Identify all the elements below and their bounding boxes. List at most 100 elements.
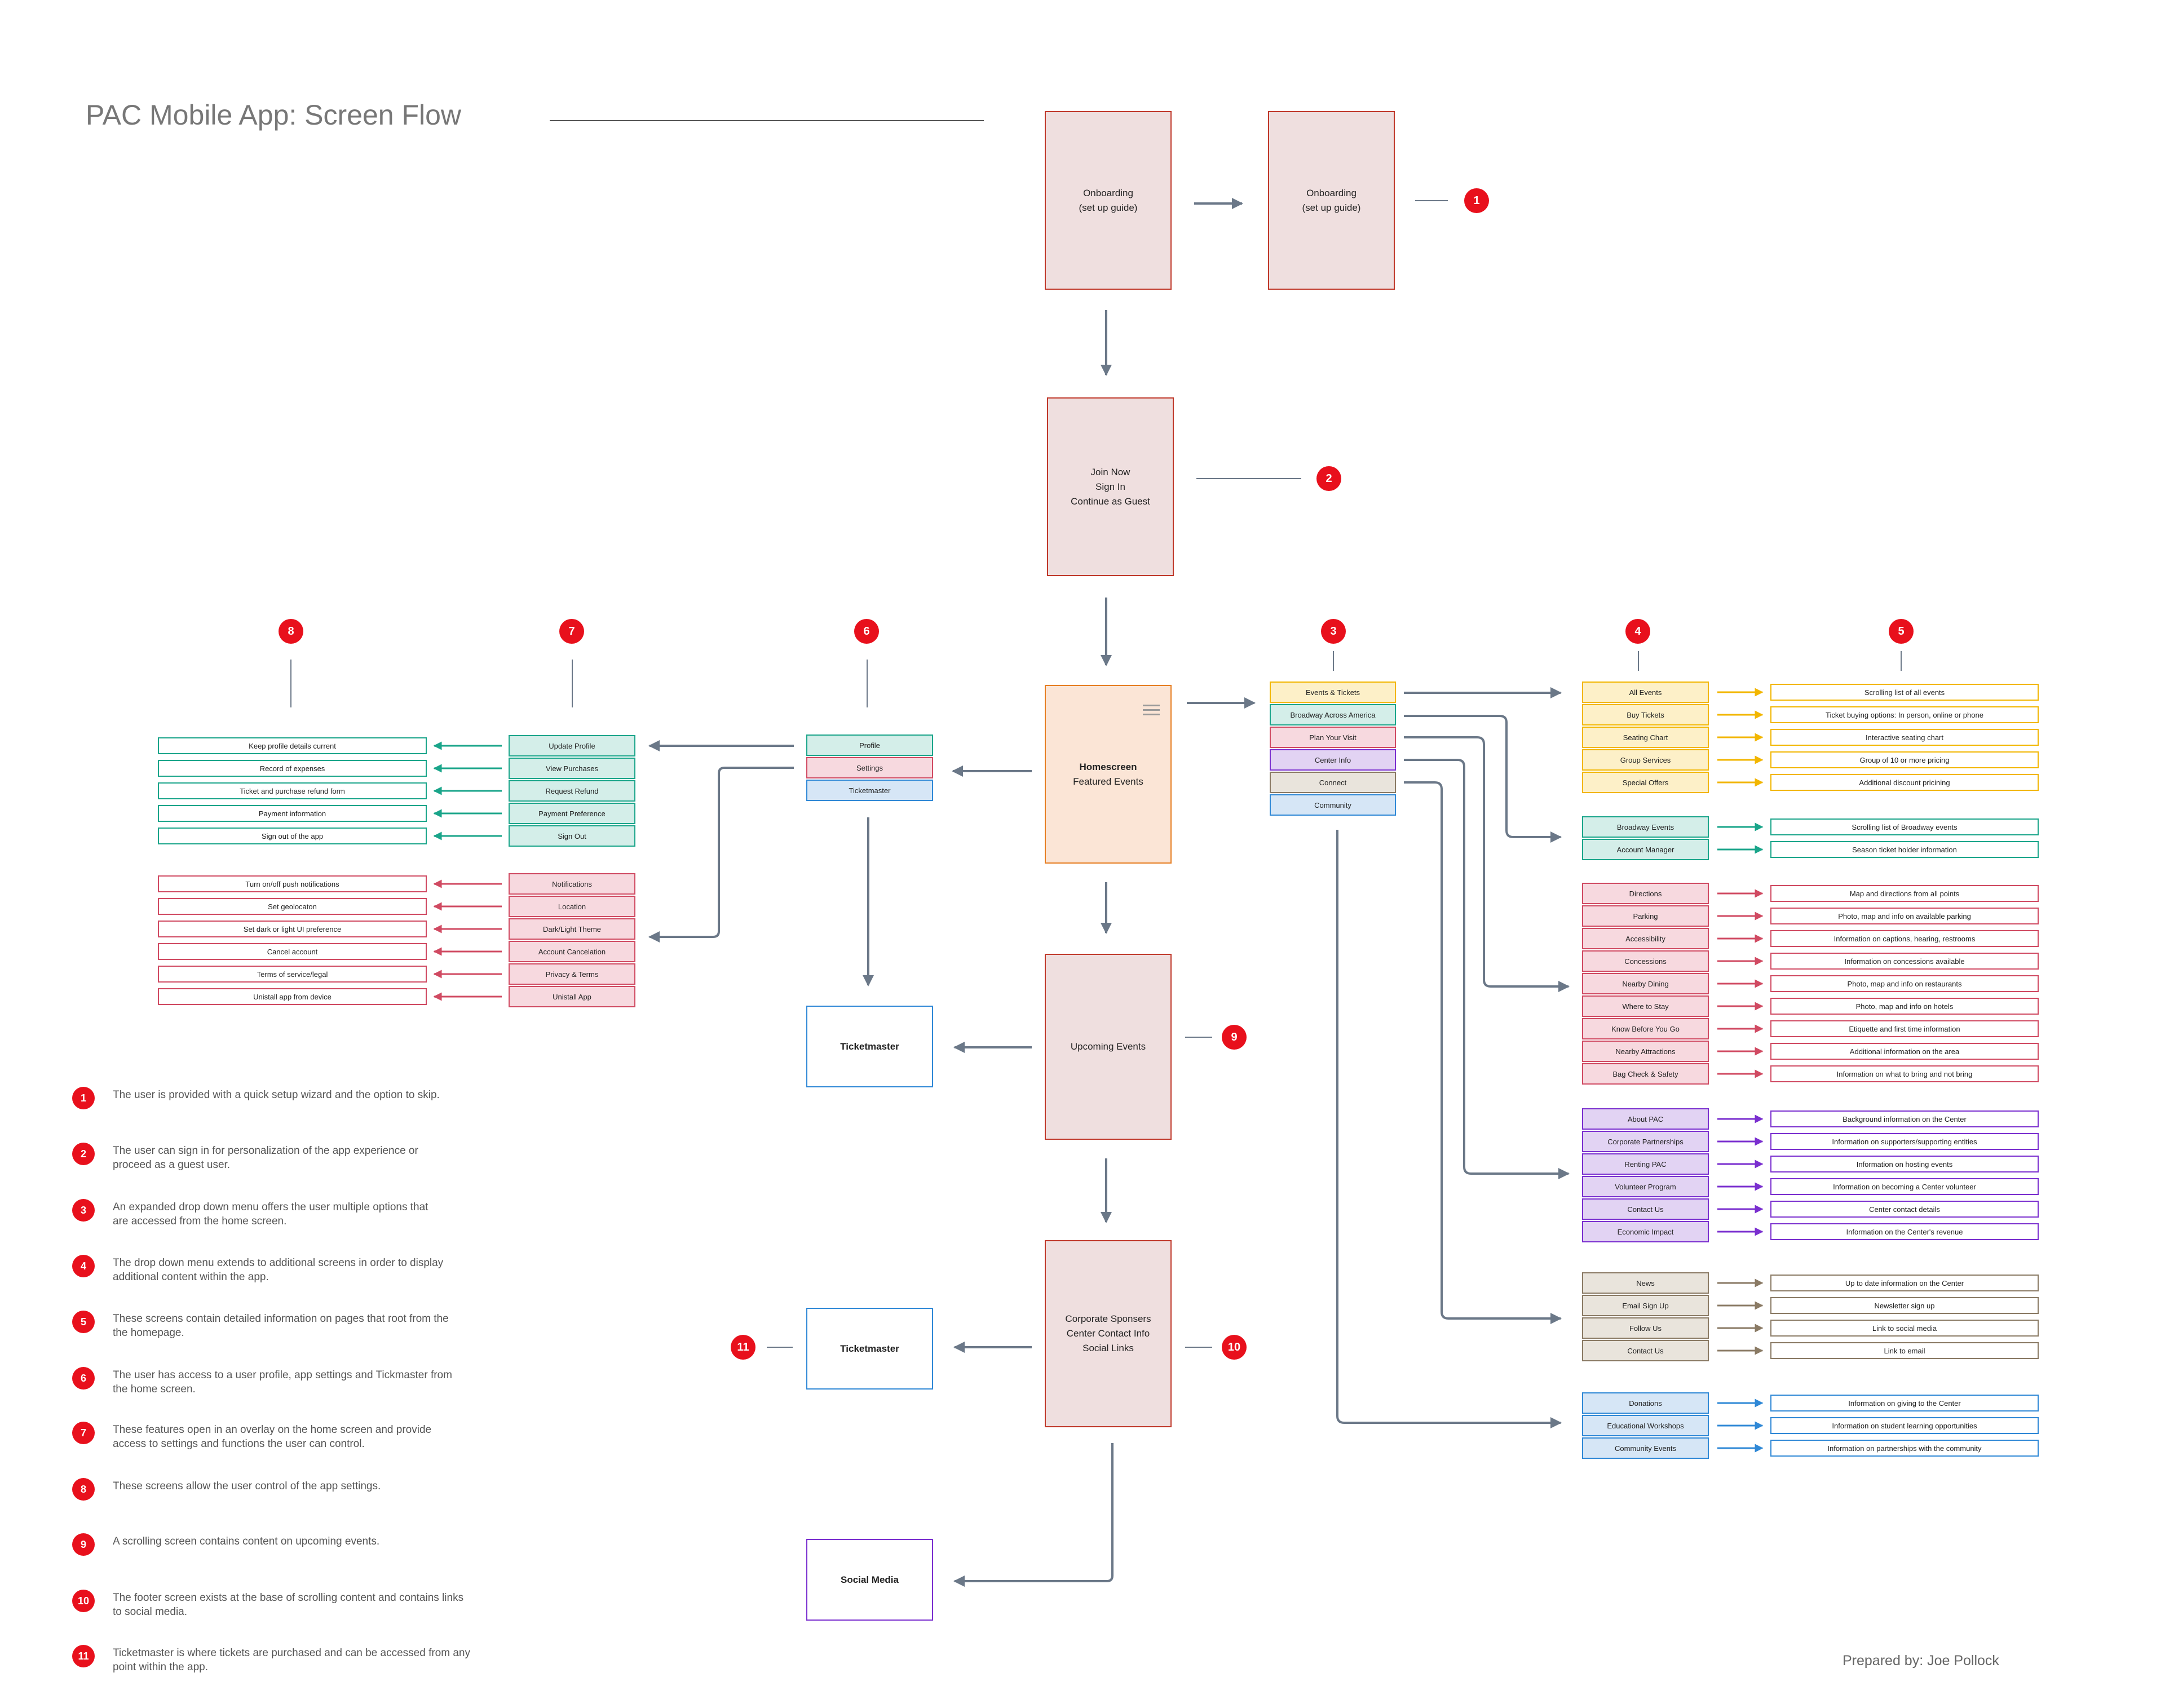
- note-text-5: These screens contain detailed informati…: [113, 1313, 449, 1339]
- events-group-item-3[interactable]: Group Services: [1582, 749, 1709, 771]
- homescreen[interactable]: Homescreen Featured Events: [1045, 685, 1172, 864]
- visit-group-item-5[interactable]: Where to Stay: [1582, 995, 1709, 1017]
- settings-detail-1: Set geolocaton: [158, 898, 427, 915]
- join-signin-screen[interactable]: Join Now Sign In Continue as Guest: [1047, 397, 1174, 576]
- settings-item-2[interactable]: Dark/Light Theme: [509, 918, 635, 940]
- note-badge-4: 4: [72, 1255, 95, 1277]
- visit-group-item-8[interactable]: Bag Check & Safety: [1582, 1063, 1709, 1085]
- events-group-detail-0: Scrolling list of all events: [1770, 684, 2039, 701]
- events-group-item-2[interactable]: Seating Chart: [1582, 727, 1709, 748]
- settings-item-5[interactable]: Unistall App: [509, 986, 635, 1007]
- note-text-4: The drop down menu extends to additional…: [113, 1257, 444, 1283]
- onboarding-screen-2[interactable]: Onboarding (set up guide): [1268, 111, 1395, 290]
- center-group-item-2[interactable]: Renting PAC: [1582, 1153, 1709, 1175]
- note-text-2: The user can sign in for personalization…: [113, 1145, 418, 1171]
- visit-group-item-6[interactable]: Know Before You Go: [1582, 1018, 1709, 1039]
- events-group-detail-4: Additional discount pricining: [1770, 774, 2039, 791]
- note-badge-11: 11: [72, 1645, 95, 1667]
- events-group-detail-2: Interactive seating chart: [1770, 729, 2039, 746]
- settings-detail-3: Cancel account: [158, 943, 427, 960]
- visit-group-item-3[interactable]: Concessions: [1582, 950, 1709, 972]
- center-group-item-1[interactable]: Corporate Partnerships: [1582, 1131, 1709, 1152]
- community-group-item-1[interactable]: Educational Workshops: [1582, 1415, 1709, 1436]
- arrow-mm-connect: [1404, 781, 1562, 1324]
- events-group-detail-1: Ticket buying options: In person, online…: [1770, 706, 2039, 723]
- footer-screen[interactable]: Corporate Sponsers Center Contact Info S…: [1045, 1240, 1172, 1427]
- visit-group-detail-3: Information on concessions available: [1770, 953, 2039, 970]
- connect-group-detail-2: Link to social media: [1770, 1320, 2039, 1337]
- badge-8: 8: [279, 619, 303, 644]
- note-badge-8: 8: [72, 1478, 95, 1501]
- main-menu-item-0[interactable]: Events & Tickets: [1270, 682, 1396, 703]
- badge-4: 4: [1625, 619, 1650, 644]
- settings-item-4[interactable]: Privacy & Terms: [509, 963, 635, 985]
- connect-group-item-1[interactable]: Email Sign Up: [1582, 1295, 1709, 1316]
- badge-2: 2: [1316, 466, 1341, 491]
- note-badge-7: 7: [72, 1422, 95, 1444]
- main-menu-item-1[interactable]: Broadway Across America: [1270, 704, 1396, 725]
- center-group-item-0[interactable]: About PAC: [1582, 1108, 1709, 1130]
- menu-icon[interactable]: [1143, 705, 1160, 706]
- settings-item-3[interactable]: Account Cancelation: [509, 941, 635, 962]
- ticketmaster-screen-upcoming[interactable]: Ticketmaster: [806, 1006, 933, 1087]
- settings-detail-5: Unistall app from device: [158, 988, 427, 1005]
- community-group-item-0[interactable]: Donations: [1582, 1392, 1709, 1414]
- main-menu-item-4[interactable]: Connect: [1270, 772, 1396, 793]
- profile-item-4[interactable]: Sign Out: [509, 825, 635, 847]
- broadway-group-item-0[interactable]: Broadway Events: [1582, 816, 1709, 838]
- menu-icon-line-2: [1143, 709, 1160, 711]
- profile-item-3[interactable]: Payment Preference: [509, 803, 635, 824]
- badge-1: 1: [1464, 188, 1489, 213]
- community-group-item-2[interactable]: Community Events: [1582, 1437, 1709, 1459]
- broadway-group-item-1[interactable]: Account Manager: [1582, 839, 1709, 860]
- badge-6: 6: [854, 619, 879, 644]
- main-menu-item-5[interactable]: Community: [1270, 794, 1396, 816]
- note-badge-6: 6: [72, 1367, 95, 1390]
- visit-group-detail-5: Photo, map and info on hotels: [1770, 998, 2039, 1015]
- profile-item-2[interactable]: Request Refund: [509, 780, 635, 802]
- visit-group-item-7[interactable]: Nearby Attractions: [1582, 1041, 1709, 1062]
- profile-menu-item-2[interactable]: Ticketmaster: [806, 780, 933, 801]
- arrow-settings-to-items: [648, 767, 794, 943]
- ticketmaster-screen-footer[interactable]: Ticketmaster: [806, 1308, 933, 1390]
- events-group-item-1[interactable]: Buy Tickets: [1582, 704, 1709, 725]
- events-group-detail-3: Group of 10 or more pricing: [1770, 751, 2039, 768]
- upcoming-events-screen[interactable]: Upcoming Events: [1045, 954, 1172, 1140]
- center-group-item-3[interactable]: Volunteer Program: [1582, 1176, 1709, 1197]
- center-group-detail-5: Information on the Center's revenue: [1770, 1223, 2039, 1240]
- settings-item-0[interactable]: Notifications: [509, 873, 635, 895]
- profile-item-1[interactable]: View Purchases: [509, 758, 635, 779]
- connect-group-detail-0: Up to date information on the Center: [1770, 1275, 2039, 1291]
- visit-group-detail-7: Additional information on the area: [1770, 1043, 2039, 1060]
- badge-10: 10: [1222, 1335, 1247, 1360]
- visit-group-item-1[interactable]: Parking: [1582, 905, 1709, 927]
- profile-detail-2: Ticket and purchase refund form: [158, 782, 427, 799]
- events-group-item-0[interactable]: All Events: [1582, 682, 1709, 703]
- profile-item-0[interactable]: Update Profile: [509, 735, 635, 756]
- center-group-detail-1: Information on supporters/supporting ent…: [1770, 1133, 2039, 1150]
- visit-group-detail-4: Photo, map and info on restaurants: [1770, 975, 2039, 992]
- profile-menu-item-1[interactable]: Settings: [806, 757, 933, 778]
- connect-group-item-0[interactable]: News: [1582, 1272, 1709, 1294]
- visit-group-item-0[interactable]: Directions: [1582, 883, 1709, 904]
- settings-item-1[interactable]: Location: [509, 896, 635, 917]
- main-menu-item-2[interactable]: Plan Your Visit: [1270, 727, 1396, 748]
- events-group-item-4[interactable]: Special Offers: [1582, 772, 1709, 793]
- social-media-screen[interactable]: Social Media: [806, 1539, 933, 1621]
- connect-group-item-3[interactable]: Contact Us: [1582, 1340, 1709, 1361]
- onboarding-screen-1[interactable]: Onboarding (set up guide): [1045, 111, 1172, 290]
- arrow-mm-center: [1404, 759, 1570, 1179]
- note-text-8: These screens allow the user control of …: [113, 1480, 381, 1492]
- center-group-item-4[interactable]: Contact Us: [1582, 1198, 1709, 1220]
- connect-group-item-2[interactable]: Follow Us: [1582, 1317, 1709, 1339]
- center-group-item-5[interactable]: Economic Impact: [1582, 1221, 1709, 1242]
- visit-group-item-4[interactable]: Nearby Dining: [1582, 973, 1709, 994]
- prepared-by: Prepared by: Joe Pollock: [1843, 1653, 1999, 1669]
- main-menu-item-3[interactable]: Center Info: [1270, 749, 1396, 771]
- broadway-group-detail-0: Scrolling list of Broadway events: [1770, 818, 2039, 835]
- visit-group-item-2[interactable]: Accessibility: [1582, 928, 1709, 949]
- center-group-detail-4: Center contact details: [1770, 1201, 2039, 1218]
- note-badge-3: 3: [72, 1199, 95, 1222]
- profile-menu-item-0[interactable]: Profile: [806, 734, 933, 756]
